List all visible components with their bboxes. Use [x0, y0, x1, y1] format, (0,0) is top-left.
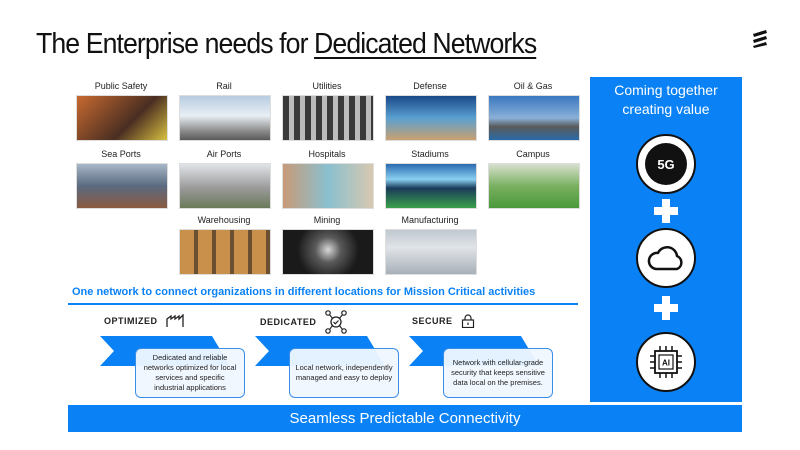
industry-label: Mining: [313, 215, 341, 225]
sea-ports-image: [76, 163, 168, 209]
feature-label: OPTIMIZED: [104, 316, 158, 326]
stadiums-image: [385, 163, 477, 209]
svg-text:AI: AI: [662, 359, 670, 368]
feature-label: SECURE: [412, 316, 453, 326]
industry-sea-ports: Sea Ports: [76, 148, 168, 209]
feature-dedicated: DEDICATED: [260, 310, 348, 334]
mission-statement: One network to connect organizations in …: [72, 286, 536, 298]
hospitals-image: [282, 163, 374, 209]
industry-label: Campus: [516, 149, 550, 159]
public-safety-image: [76, 95, 168, 141]
title-prefix: The Enterprise needs for: [36, 28, 315, 60]
page-title: The Enterprise needs for Dedicated Netwo…: [36, 28, 537, 61]
industry-oil-gas: Oil & Gas: [488, 80, 580, 141]
oil-gas-image: [488, 95, 580, 141]
factory-icon: [165, 314, 184, 327]
feature-description: Local network, independently managed and…: [289, 348, 399, 398]
title-underlined: Dedicated Networks: [314, 28, 537, 60]
air-ports-image: [179, 163, 271, 209]
ericsson-logo-icon: [753, 30, 767, 48]
industry-defense: Defense: [385, 80, 477, 141]
industry-label: Oil & Gas: [513, 81, 553, 91]
cloud-icon: [636, 228, 696, 288]
industry-label: Public Safety: [94, 81, 148, 91]
defense-image: [385, 95, 477, 141]
industry-mining: Mining: [282, 214, 374, 275]
industry-air-ports: Air Ports: [179, 148, 271, 209]
bottom-banner: Seamless Predictable Connectivity: [68, 405, 742, 432]
industry-label: Rail: [216, 81, 232, 91]
industry-warehousing: Warehousing: [179, 214, 271, 275]
panel-title: Coming together creating value: [590, 81, 742, 119]
panel-title-line1: Coming together: [614, 82, 718, 98]
panel-title-line2: creating value: [622, 101, 710, 117]
industry-label: Hospitals: [308, 149, 346, 159]
industry-manufacturing: Manufacturing: [385, 214, 477, 275]
plus-icon: [652, 294, 680, 322]
campus-image: [488, 163, 580, 209]
feature-description: Dedicated and reliable networks optimize…: [135, 348, 245, 398]
industry-label: Utilities: [312, 81, 342, 91]
industry-label: Warehousing: [197, 215, 251, 225]
mission-divider: [68, 303, 578, 305]
warehousing-image: [179, 229, 271, 275]
feature-description: Network with cellular-grade security tha…: [443, 348, 553, 398]
feature-secure: SECURE: [412, 314, 475, 328]
industry-public-safety: Public Safety: [76, 80, 168, 141]
utilities-image: [282, 95, 374, 141]
industry-label: Stadiums: [411, 149, 449, 159]
industry-label: Manufacturing: [401, 215, 459, 225]
5g-label: 5G: [645, 143, 687, 185]
manufacturing-image: [385, 229, 477, 275]
industry-label: Defense: [413, 81, 447, 91]
industry-rail: Rail: [179, 80, 271, 141]
industry-campus: Campus: [488, 148, 580, 209]
industry-utilities: Utilities: [282, 80, 374, 141]
value-panel: Coming together creating value 5G AI: [590, 77, 742, 402]
industry-stadiums: Stadiums: [385, 148, 477, 209]
network-nodes-icon: [325, 310, 348, 334]
industry-hospitals: Hospitals: [282, 148, 374, 209]
rail-image: [179, 95, 271, 141]
feature-optimized: OPTIMIZED: [104, 314, 186, 328]
industry-label: Air Ports: [206, 149, 242, 159]
feature-label: DEDICATED: [260, 317, 317, 327]
ai-chip-icon: AI: [636, 332, 696, 392]
mining-image: [282, 229, 374, 275]
5g-icon: 5G: [636, 134, 696, 194]
industry-label: Sea Ports: [101, 149, 141, 159]
lock-icon: [461, 314, 474, 328]
plus-icon: [652, 197, 680, 225]
